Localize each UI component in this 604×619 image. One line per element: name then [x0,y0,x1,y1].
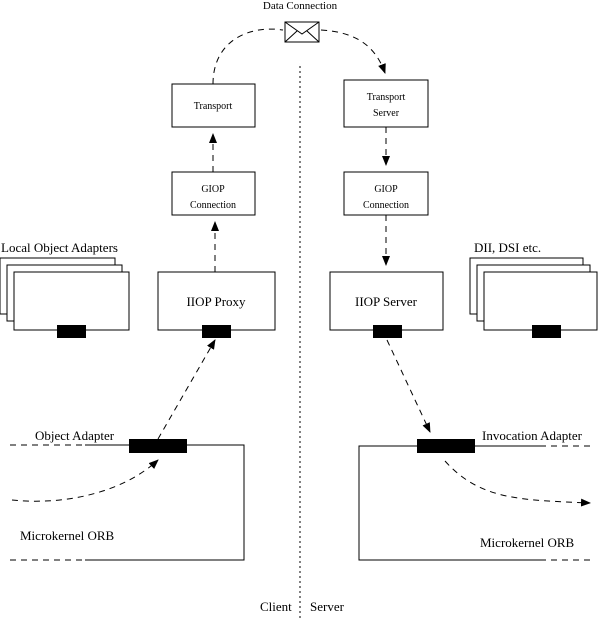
local-object-adapters-label: Local Object Adapters [1,240,118,255]
invocation-adapter-label: Invocation Adapter [482,428,583,443]
iiop-proxy-label: IIOP Proxy [186,294,246,309]
giop-label: GIOP [374,184,398,195]
connection-label: Connection [190,200,236,211]
data-connection-label: Data Connection [263,0,338,12]
iiop-proxy-box: IIOP Proxy [157,271,276,338]
giop-label: GIOP [201,184,225,195]
connection-label: Connection [363,200,409,211]
giop-connection-client-box: GIOP Connection [171,171,256,216]
giop-connection-server-box: GIOP Connection [343,171,429,216]
object-adapter-label: Object Adapter [35,428,115,443]
server-connector [373,325,402,338]
envelope-icon [284,21,320,43]
proxy-connector [202,325,231,338]
transport-label: Transport [194,101,233,112]
arrow-request-into-adapter [11,459,159,502]
dii-dsi-stack [469,257,598,338]
object-adapter-connector [129,439,187,453]
invocation-adapter-connector [417,439,475,453]
transport-box: Transport [171,83,256,128]
arrow-adapter-to-object [444,460,591,507]
transport-server-box: Transport Server [343,79,429,128]
dii-dsi-label: DII, DSI etc. [474,240,541,255]
local-object-adapters-stack [0,257,130,338]
transport-server-label-1: Transport [367,92,406,103]
arrow-adapter-to-proxy [157,339,216,440]
server-label: Server [310,599,345,614]
data-connection-arrow-out [212,28,284,85]
transport-server-label-2: Server [373,108,400,119]
arrow-server-to-adapter [386,339,431,433]
client-label: Client [260,599,292,614]
iiop-server-label: IIOP Server [355,294,418,309]
microkernel-orb-client-label: Microkernel ORB [20,528,115,543]
data-connection-arrow-in [320,29,386,74]
iiop-server-box: IIOP Server [329,271,444,338]
microkernel-orb-server-label: Microkernel ORB [480,535,575,550]
